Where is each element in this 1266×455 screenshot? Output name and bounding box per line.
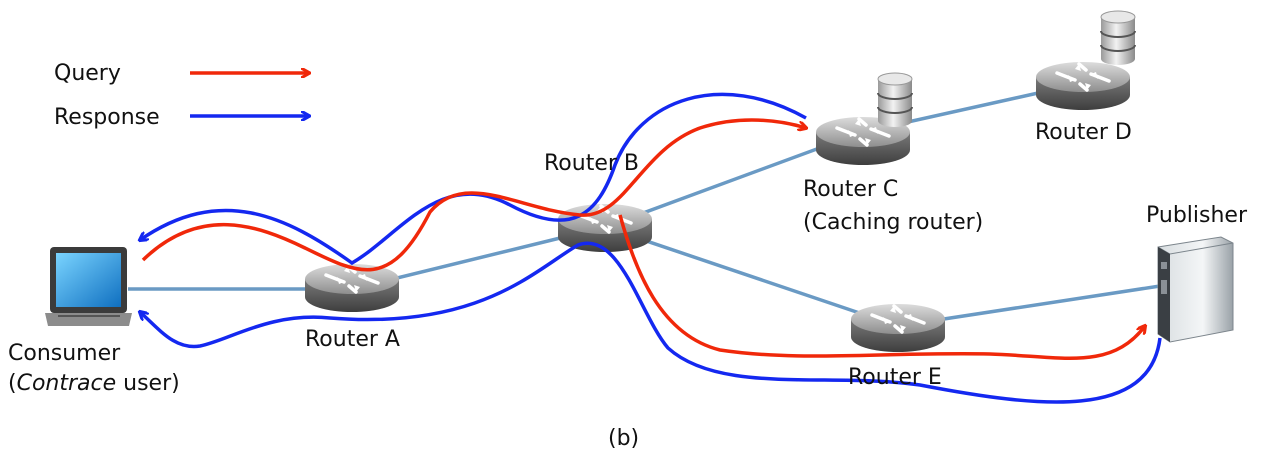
router-a-label: Router A bbox=[305, 327, 400, 352]
response-paths bbox=[140, 92, 1162, 404]
query-path-consumer-to-c bbox=[141, 118, 806, 272]
router-a-icon bbox=[303, 262, 401, 314]
router-e-label: Router E bbox=[848, 365, 942, 390]
legend-query-label: Query bbox=[54, 61, 121, 86]
legend-response-label: Response bbox=[54, 105, 160, 130]
consumer-sublabel: (Contrace user) bbox=[8, 371, 180, 396]
router-c-label: Router C bbox=[803, 177, 898, 202]
router-d-label: Router D bbox=[1035, 120, 1132, 145]
database-icon bbox=[877, 72, 913, 128]
query-paths bbox=[141, 118, 1145, 361]
router-b-icon bbox=[556, 202, 654, 254]
router-b-label: Router B bbox=[544, 151, 639, 176]
database-icon bbox=[1100, 10, 1136, 66]
router-d-icon bbox=[1034, 10, 1136, 112]
consumer-label: Consumer bbox=[8, 341, 121, 366]
response-path-c-to-consumer bbox=[140, 92, 807, 266]
legend: Query Response bbox=[54, 61, 309, 130]
router-e-icon bbox=[849, 302, 947, 354]
laptop-icon bbox=[45, 247, 132, 326]
response-path-publisher-to-consumer bbox=[140, 241, 1162, 404]
network-links bbox=[128, 81, 1161, 328]
router-c-sublabel: (Caching router) bbox=[803, 210, 983, 235]
publisher-label: Publisher bbox=[1146, 203, 1248, 228]
server-icon bbox=[1157, 236, 1234, 343]
figure-caption: (b) bbox=[608, 426, 639, 451]
link-router-b-router-e bbox=[604, 225, 899, 328]
query-path-b-to-publisher bbox=[618, 214, 1145, 361]
router-c-icon bbox=[814, 72, 913, 167]
